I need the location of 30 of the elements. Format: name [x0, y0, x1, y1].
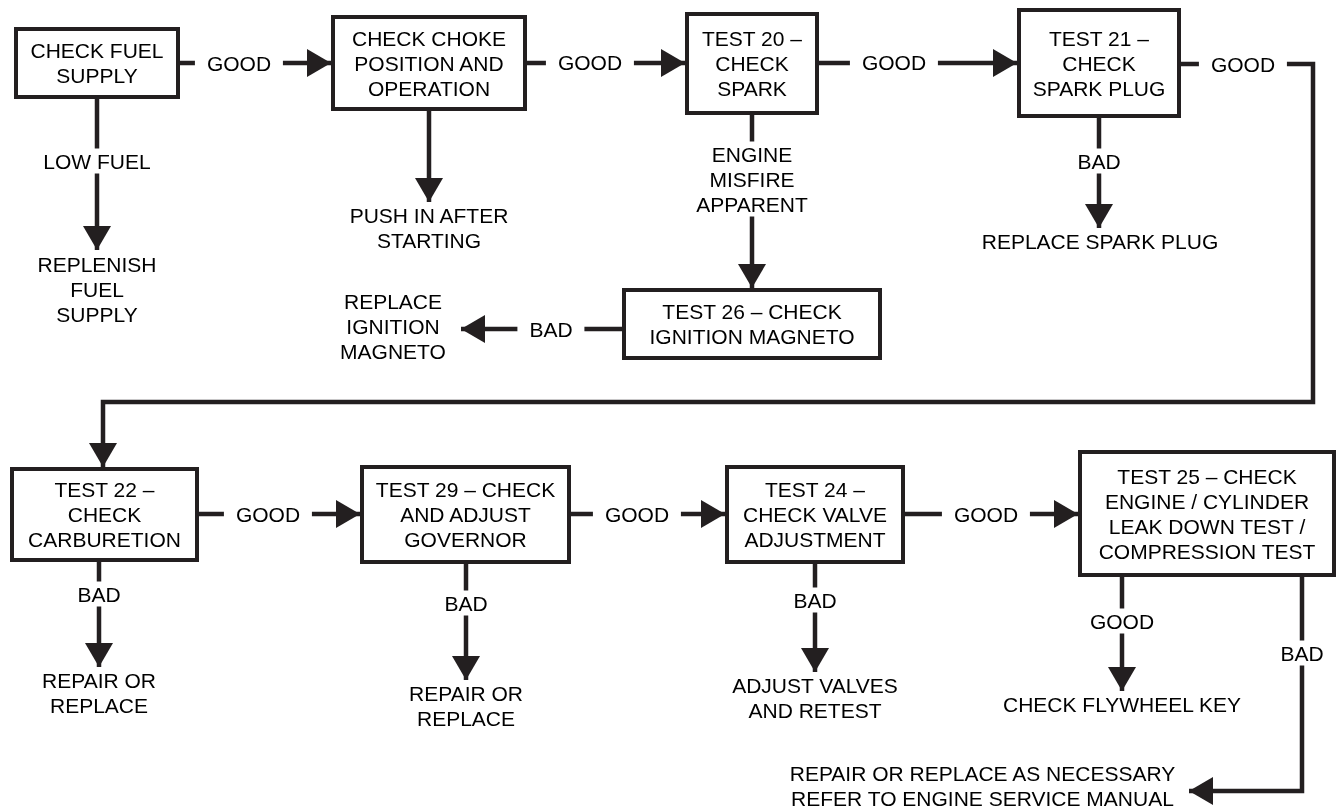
process-box — [10, 467, 199, 562]
outcome-text: PUSH IN AFTER STARTING — [348, 203, 510, 253]
outcome-text: REPLACE IGNITION MAGNETO — [339, 288, 447, 364]
outcome-text: CHECK FLYWHEEL KEY — [1002, 691, 1242, 717]
box-label: TEST 26 – CHECK IGNITION MAGNETO — [648, 299, 856, 349]
process-box — [1017, 8, 1181, 118]
box-label: TEST 24 – CHECK VALVE ADJUSTMENT — [742, 477, 888, 552]
outcome-text: REPAIR OR REPLACE — [41, 668, 157, 718]
process-box — [725, 465, 905, 564]
box-label: CHECK FUEL SUPPLY — [29, 38, 165, 88]
process-box — [622, 288, 882, 360]
box-label: TEST 20 – CHECK SPARK — [701, 26, 803, 101]
box-label: TEST 21 – CHECK SPARK PLUG — [1031, 25, 1167, 101]
process-box — [331, 15, 527, 111]
process-box — [685, 12, 819, 115]
arrow — [1189, 577, 1305, 805]
outcome-text: REPLACE SPARK PLUG — [981, 228, 1219, 254]
process-box — [14, 27, 180, 99]
box-label: TEST 29 – CHECK AND ADJUST GOVERNOR — [374, 477, 557, 552]
box-label: TEST 25 – CHECK ENGINE / CYLINDER LEAK DOWN TEST / COMPRESSION TEST — [1097, 463, 1317, 564]
outcome-text: REPAIR OR REPLACE AS NECESSARY REFER TO ENGINE SERVICE MANUAL — [788, 761, 1177, 811]
process-box — [360, 465, 571, 564]
arrow — [415, 111, 443, 202]
outcome-text: ADJUST VALVES AND RETEST — [731, 673, 899, 723]
box-label: CHECK CHOKE POSITION AND OPERATION — [351, 25, 507, 101]
outcome-text: REPLENISH FUEL SUPPLY — [36, 251, 158, 327]
arrow — [89, 61, 1316, 467]
box-label: TEST 22 – CHECK CARBURETION — [27, 477, 182, 552]
outcome-text: REPAIR OR REPLACE — [408, 681, 524, 731]
process-box — [1078, 450, 1336, 577]
